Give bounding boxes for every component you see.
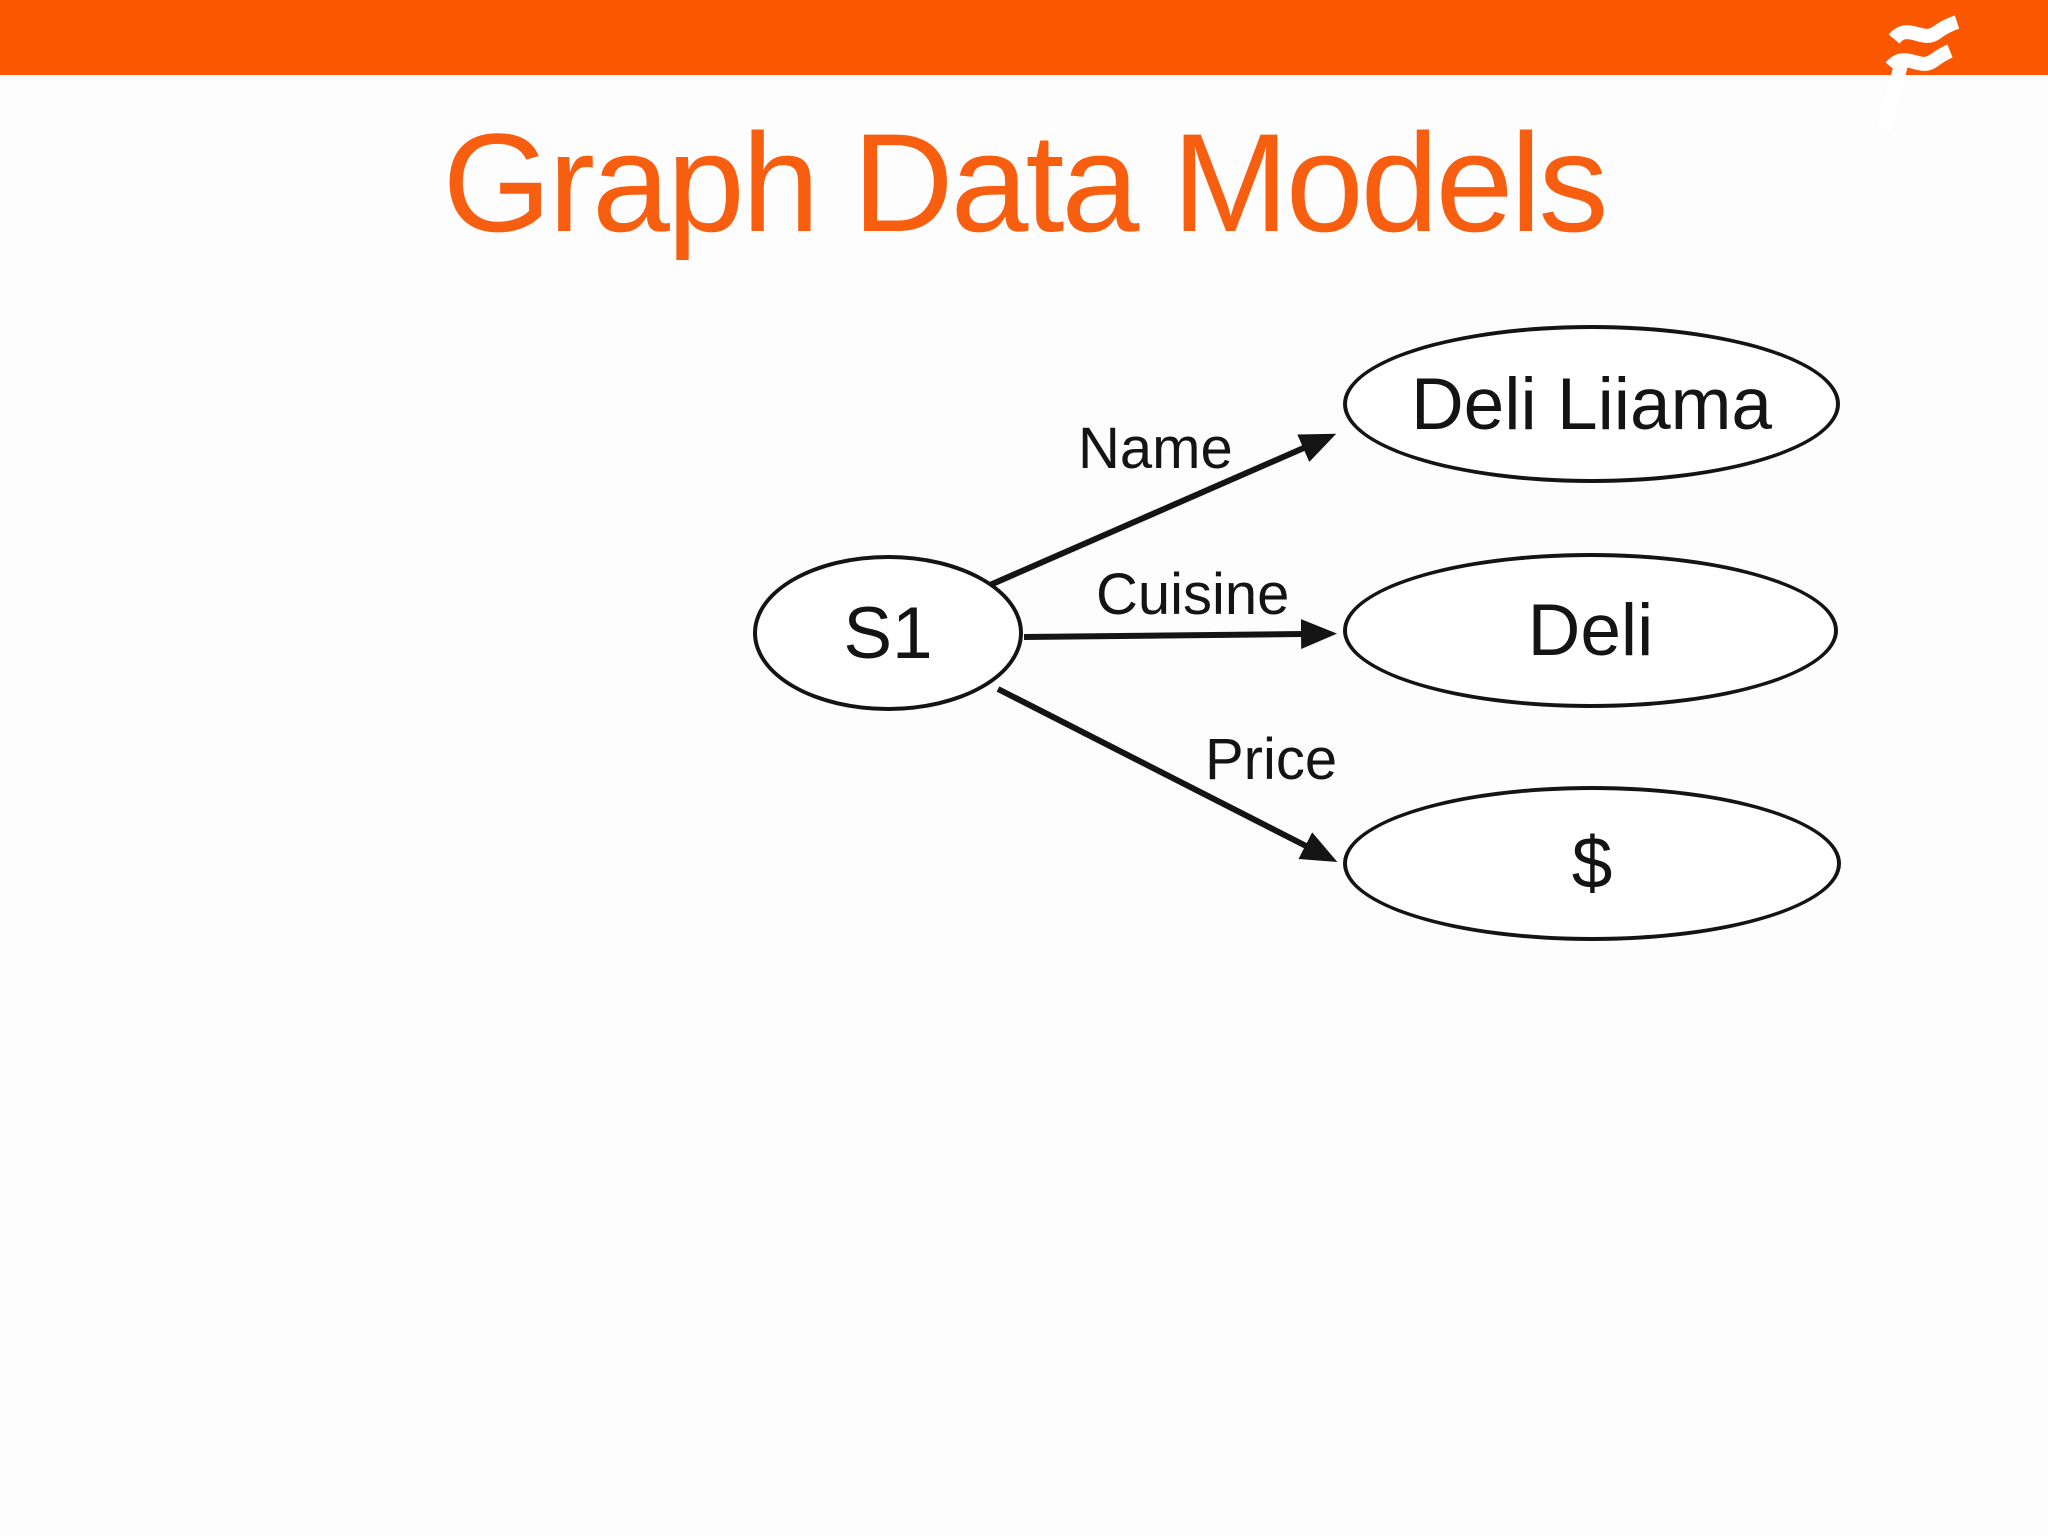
header-bar <box>0 0 2048 75</box>
node-deli-label: Deli <box>1527 590 1654 671</box>
edge-arrow-name <box>988 433 1337 588</box>
edge-label-cuisine: Cuisine <box>1096 562 1290 627</box>
node-deli-liiama: Deli Liiama <box>1343 325 1840 483</box>
node-price-value: $ <box>1343 786 1841 941</box>
edge-label-price: Price <box>1205 727 1338 792</box>
edge-label-name: Name <box>1078 416 1233 481</box>
node-price-value-label: $ <box>1571 823 1613 904</box>
edge-arrow-price <box>996 686 1338 862</box>
node-deli-liiama-label: Deli Liiama <box>1410 363 1773 445</box>
brand-flag-logo-icon <box>1878 15 1960 132</box>
edge-arrow-cuisine <box>1023 619 1337 650</box>
slide-title: Graph Data Models <box>442 104 1609 261</box>
node-s1: S1 <box>753 555 1023 711</box>
node-s1-label: S1 <box>843 592 933 674</box>
node-deli: Deli <box>1343 553 1838 708</box>
